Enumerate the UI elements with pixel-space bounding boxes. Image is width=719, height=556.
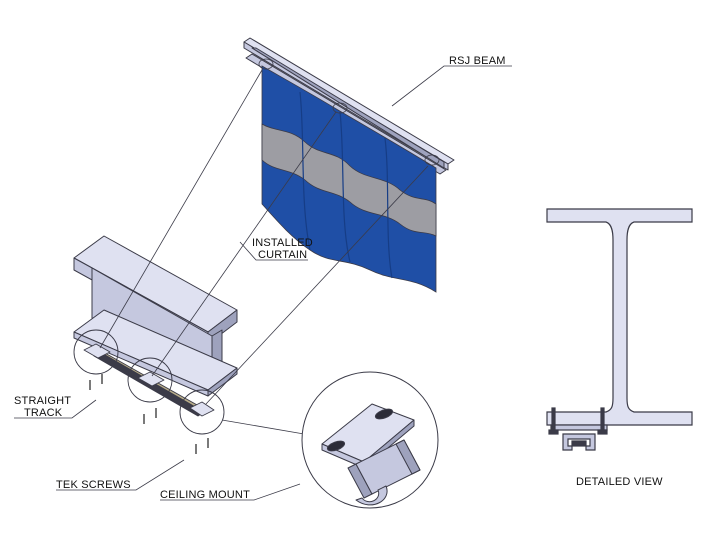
label-straight-track-2: TRACK: [24, 407, 63, 419]
section-bolt-right: [597, 429, 608, 435]
tek-screws: [89, 374, 209, 454]
curtain-hook-1: [258, 58, 274, 70]
leader-tek-screws: [56, 459, 185, 491]
installed-curtain: [258, 58, 440, 293]
curtain-fold-2: [339, 111, 351, 263]
leader-straight-track: [14, 399, 97, 419]
label-ceiling-mount: CEILING MOUNT: [160, 489, 250, 501]
straight-track: [83, 343, 215, 417]
curtain-hook-2: [332, 102, 348, 114]
section-mount-plate: [550, 424, 608, 431]
curtain-hook-3: [424, 154, 440, 166]
label-detailed-view: DETAILED VIEW: [576, 476, 663, 488]
detail-circle-right: [179, 389, 225, 435]
detailed-view: [546, 208, 693, 451]
mount-slot-2: [326, 440, 346, 452]
leader-rsj-beam: [391, 65, 512, 107]
mount-channel-lip: [355, 485, 388, 506]
label-tek-screws: TEK SCREWS: [56, 479, 131, 491]
section-screw-left: [551, 407, 556, 431]
leader-ceiling-mount: [160, 483, 301, 501]
mount-slot-1: [374, 408, 394, 420]
section-track-channel: [562, 433, 596, 451]
label-rsj-beam: RSJ BEAM: [449, 55, 506, 67]
label-straight-track-1: STRAIGHT: [14, 395, 71, 407]
section-i-beam: [546, 208, 693, 426]
detail-circle-middle: [127, 357, 173, 403]
leader-installed-curtain: [239, 241, 308, 261]
label-installed-curtain-1: INSTALLED: [252, 237, 313, 249]
detail-circles: [73, 329, 225, 435]
section-bolt-left: [548, 429, 559, 435]
curtain-stripe: [261, 123, 437, 237]
top-beam-web: [251, 47, 445, 169]
left-rsj-beam: [73, 235, 238, 397]
labels: RSJ BEAM INSTALLED CURTAIN STRAIGHT TRAC…: [14, 55, 663, 501]
label-installed-curtain-2: CURTAIN: [258, 249, 307, 261]
curtain-fold-1: [299, 91, 311, 251]
mount-channel-right: [395, 439, 421, 475]
section-track-carrier: [571, 440, 587, 447]
leader-lines: [14, 65, 512, 501]
ceiling-mount-detail: [301, 371, 439, 509]
detail-circle-left: [73, 329, 119, 375]
left-beam-bottom-flange-end: [207, 367, 238, 397]
projection-lines: [99, 69, 429, 435]
section-track-assembly: [548, 407, 608, 451]
ceiling-mount-c: [189, 401, 215, 417]
ceiling-mount-a: [83, 343, 111, 359]
section-screw-right: [600, 407, 605, 431]
ceiling-mount-b: [137, 371, 165, 387]
